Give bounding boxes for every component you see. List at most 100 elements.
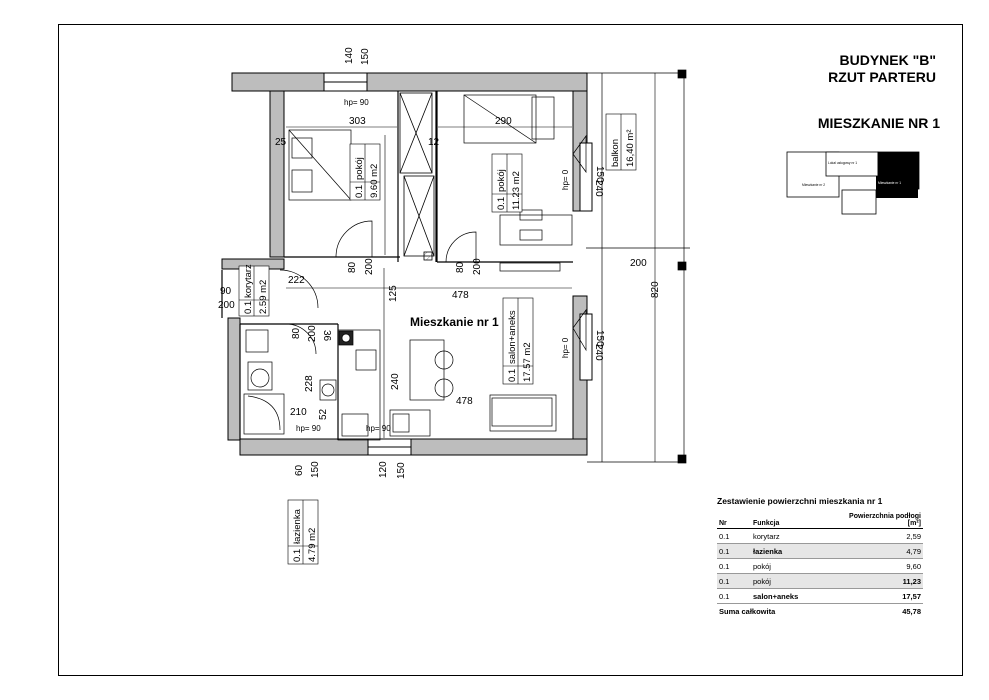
- dim-36: 36: [321, 330, 332, 342]
- apartment-label: Mieszkanie nr 1: [410, 315, 499, 329]
- table-row: 0.1 korytarz 2,59: [717, 528, 923, 544]
- cell-area: 9,60: [841, 558, 923, 574]
- cell-nr: 0.1: [717, 528, 751, 544]
- hp-90-a: hp= 90: [344, 98, 369, 107]
- cell-nr: 0.1: [717, 588, 751, 604]
- cell-area: 2,59: [841, 528, 923, 544]
- dim-52: 52: [318, 408, 329, 420]
- dim-240b: 240: [593, 180, 604, 197]
- svg-text:0.1: 0.1: [354, 185, 365, 198]
- svg-text:salon+aneks: salon+aneks: [507, 310, 518, 364]
- dim-222: 222: [288, 275, 305, 286]
- dim-478a: 478: [452, 290, 469, 301]
- cell-function: korytarz: [751, 528, 841, 544]
- summary-table: Nr Funkcja Powierzchnia podłogi [m²] 0.1…: [717, 512, 923, 618]
- dim-150e: 150: [396, 462, 407, 479]
- room-tag-bedroom-1: 0.1 pokój 9.60 m2: [349, 143, 381, 201]
- key-label-apt2: Mieszkanie nr 2: [802, 183, 825, 187]
- door-swings: [279, 220, 477, 355]
- room-tag-bedroom-2: 0.1 pokój 11.23 m2: [491, 153, 523, 213]
- key-label-apt1: Mieszkanie nr 1: [878, 181, 901, 185]
- svg-text:pokój: pokój: [354, 157, 365, 180]
- dim-120: 120: [378, 461, 389, 478]
- bed-room-1: [288, 129, 352, 201]
- room-tag-bathroom: 0.1 łazienka 4.79 m2: [287, 499, 319, 565]
- dim-210: 210: [290, 407, 307, 418]
- plan-title: RZUT PARTERU: [828, 69, 936, 85]
- apartment-title: MIESZKANIE NR 1: [817, 115, 940, 131]
- dim-240c: 240: [593, 344, 604, 361]
- dim-200a: 200: [364, 258, 375, 275]
- col-area: Powierzchnia podłogi [m²]: [841, 512, 923, 529]
- dim-200c: 200: [218, 300, 235, 311]
- cell-function: pokój: [751, 573, 841, 589]
- living-furniture: [409, 134, 587, 432]
- bathroom-fixtures: [243, 329, 337, 435]
- svg-text:korytarz: korytarz: [243, 264, 254, 298]
- svg-text:16,40 m²: 16,40 m²: [625, 130, 636, 168]
- svg-text:0.1: 0.1: [496, 197, 507, 210]
- hp-90-c: hp= 90: [366, 424, 391, 433]
- dim-25: 25: [275, 137, 287, 148]
- table-total-row: Suma całkowita 45,78: [717, 604, 923, 619]
- building-title: BUDYNEK "B": [839, 52, 936, 68]
- svg-text:11.23 m2: 11.23 m2: [511, 171, 522, 210]
- dim-12: 12: [428, 137, 440, 148]
- cell-nr: 0.1: [717, 558, 751, 574]
- svg-text:balkon: balkon: [610, 139, 621, 167]
- cell-function: salon+aneks: [751, 588, 841, 604]
- dim-200e: 200: [630, 258, 647, 269]
- svg-text:17.57 m2: 17.57 m2: [522, 342, 533, 382]
- dim-200d: 200: [307, 325, 318, 342]
- dim-478b: 478: [456, 396, 473, 407]
- svg-text:łazienka: łazienka: [292, 508, 303, 544]
- total-value: 45,78: [902, 606, 921, 616]
- room-tag-living: 0.1 salon+aneks 17.57 m2: [502, 297, 534, 385]
- cell-area: 4,79: [841, 543, 923, 559]
- cell-nr: 0.1: [717, 543, 751, 559]
- table-row: 0.1 pokój 11,23: [717, 573, 923, 589]
- dim-150: 150: [360, 48, 371, 65]
- sill-height-labels: hp= 90 hp= 90 hp= 90 hp= 0 hp= 0: [296, 98, 570, 433]
- shafts: [399, 92, 435, 261]
- hp-90-b: hp= 90: [296, 424, 321, 433]
- key-plan: Lokal usługowy nr 1 Mieszkanie nr 2 Mies…: [786, 151, 920, 215]
- dim-240a: 240: [390, 373, 401, 390]
- table-row: 0.1 łazienka 4,79: [717, 543, 923, 559]
- dim-228: 228: [304, 375, 315, 392]
- col-nr: Nr: [717, 512, 751, 529]
- dim-80a: 80: [347, 261, 358, 273]
- dim-90: 90: [220, 286, 232, 297]
- dim-290: 290: [495, 116, 512, 127]
- key-label-service: Lokal usługowy nr 1: [828, 161, 857, 165]
- dim-150d: 150: [310, 461, 321, 478]
- svg-text:0.1: 0.1: [507, 369, 518, 382]
- dim-200b: 200: [472, 258, 483, 275]
- table-row: 0.1 pokój 9,60: [717, 558, 923, 574]
- cell-function: łazienka: [751, 543, 841, 559]
- cell-area: 11,23: [841, 573, 923, 589]
- cell-area: 17,57: [841, 588, 923, 604]
- hp-0-b: hp= 0: [561, 337, 570, 358]
- dimension-labels: 140 150 303 290 25 12 365 80 200 80 200 …: [218, 47, 661, 479]
- room-tag-balcony: balkon 16,40 m²: [605, 113, 637, 171]
- svg-text:0.1: 0.1: [243, 301, 254, 314]
- balcony: [586, 69, 690, 464]
- total-label: Suma całkowita: [719, 606, 776, 616]
- svg-text:4.79 m2: 4.79 m2: [307, 528, 318, 562]
- dim-125: 125: [388, 285, 399, 302]
- col-function: Funkcja: [751, 512, 841, 529]
- dim-80b: 80: [455, 261, 466, 273]
- dim-140: 140: [344, 47, 355, 64]
- svg-text:9.60 m2: 9.60 m2: [369, 164, 380, 198]
- cell-nr: 0.1: [717, 573, 751, 589]
- dim-820: 820: [650, 281, 661, 298]
- table-row: 0.1 salon+aneks 17,57: [717, 588, 923, 604]
- room-tags: 0.1 pokój 9.60 m2 0.1 pokój 11.23 m2 0.1…: [238, 113, 637, 565]
- drawing-frame: [58, 24, 963, 676]
- svg-text:2.59 m2: 2.59 m2: [258, 280, 269, 314]
- summary-title: Zestawienie powierzchni mieszkania nr 1: [717, 496, 883, 506]
- bed-room-2: [463, 94, 573, 246]
- dimension-lines: [286, 73, 656, 462]
